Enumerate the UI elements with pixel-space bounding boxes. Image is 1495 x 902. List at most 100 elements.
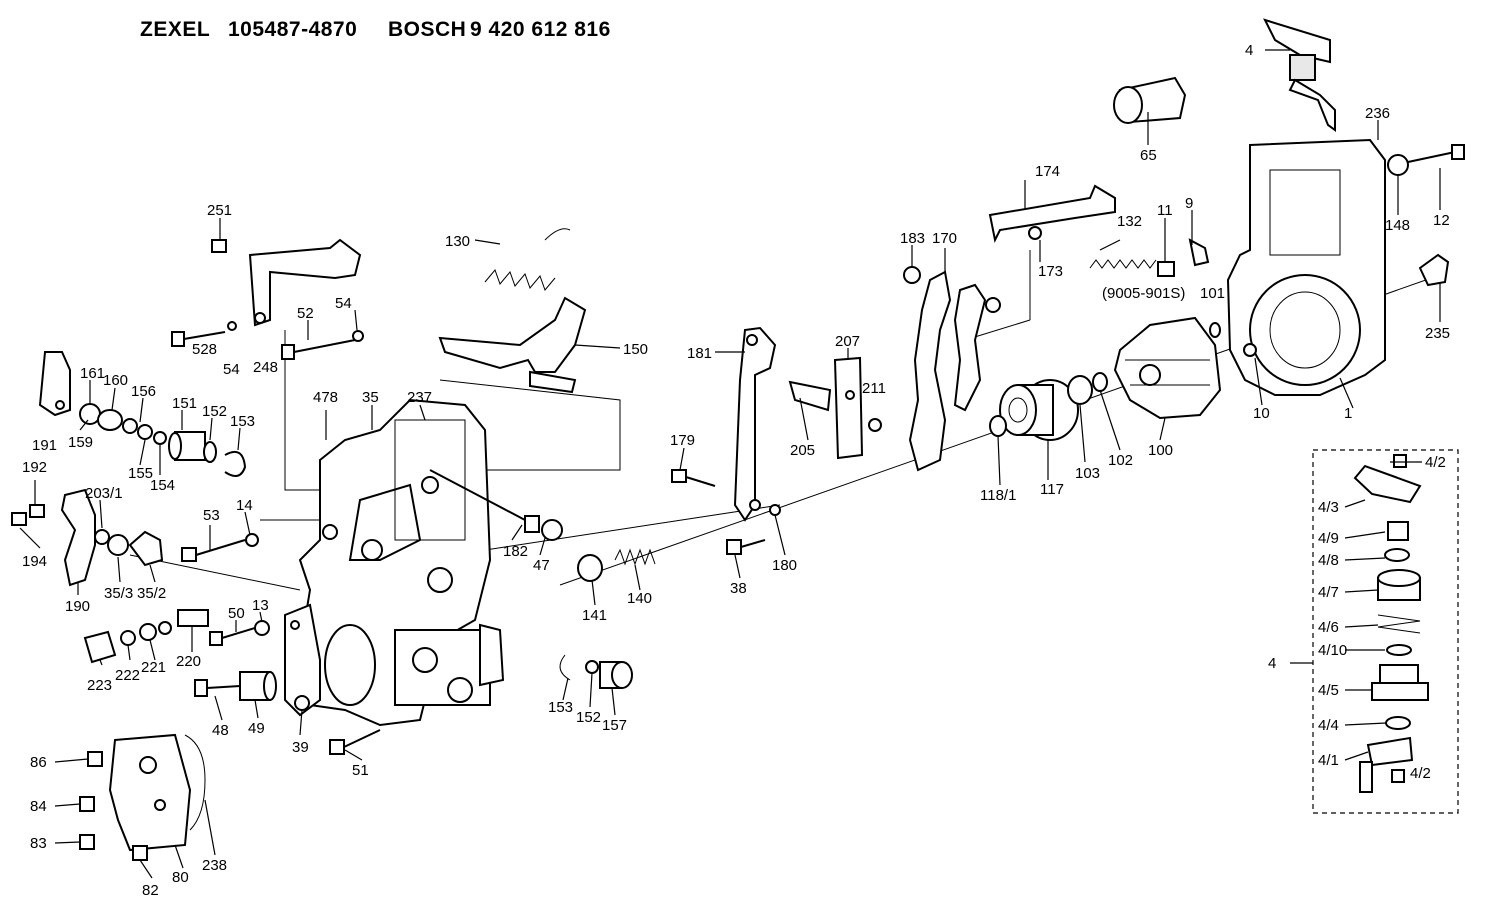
label-51: 51 [352, 762, 369, 779]
label-203-1: 203/1 [85, 485, 123, 502]
label-4-6: 4/6 [1318, 619, 1339, 636]
label-4-8: 4/8 [1318, 552, 1339, 569]
sleeve-part-117 [999, 379, 1079, 441]
lever-arm-part [1263, 18, 1336, 132]
label-180: 180 [772, 557, 797, 574]
leader-lines [19, 49, 1441, 879]
label-170: 170 [932, 230, 957, 247]
label-223: 223 [87, 677, 112, 694]
seal-stack-159-156 [79, 403, 167, 445]
label-101: 101 [1200, 285, 1225, 302]
label-155: 155 [128, 465, 153, 482]
bracket-part-207 [788, 356, 882, 460]
bushing-part-151 [168, 431, 247, 477]
label-9005-901s: (9005-901S) [1102, 285, 1185, 302]
label-86: 86 [30, 754, 47, 771]
label-102: 102 [1108, 452, 1133, 469]
cover-part-80 [79, 733, 206, 861]
label-153-bottom: 153 [548, 699, 573, 716]
label-192: 192 [22, 459, 47, 476]
label-159: 159 [68, 434, 93, 451]
label-35-2: 35/2 [137, 585, 166, 602]
label-194: 194 [22, 553, 47, 570]
label-4-3: 4/3 [1318, 499, 1339, 516]
label-191: 191 [32, 437, 57, 454]
label-205: 205 [790, 442, 815, 459]
label-156: 156 [131, 383, 156, 400]
label-9: 9 [1185, 195, 1193, 212]
label-157: 157 [602, 717, 627, 734]
label-4-2-top: 4/2 [1425, 454, 1446, 471]
lever-part-190 [11, 488, 96, 587]
bracket-part-248 [211, 238, 362, 327]
label-54-left: 54 [223, 361, 240, 378]
label-84: 84 [30, 798, 47, 815]
label-52: 52 [297, 305, 314, 322]
label-82: 82 [142, 882, 159, 899]
label-4-10: 4/10 [1318, 642, 1347, 659]
screw-part-179 [671, 469, 716, 487]
lever-part-150 [438, 296, 587, 394]
label-154: 154 [150, 477, 175, 494]
label-152-top: 152 [202, 403, 227, 420]
label-140: 140 [627, 590, 652, 607]
detail-box-part-4 [1312, 449, 1459, 814]
label-118-1: 118/1 [980, 487, 1016, 504]
label-49: 49 [248, 720, 265, 737]
label-4-7: 4/7 [1318, 584, 1339, 601]
bracket-part-191 [38, 351, 71, 417]
spring-part-132 [1089, 238, 1221, 338]
label-182: 182 [503, 543, 528, 560]
screw-parts-53-14 [181, 533, 259, 562]
label-148: 148 [1385, 217, 1410, 234]
label-153-top: 153 [230, 413, 255, 430]
label-173: 173 [1038, 263, 1063, 280]
label-132: 132 [1117, 213, 1142, 230]
plug-part-157 [559, 654, 633, 689]
label-12: 12 [1433, 212, 1450, 229]
label-248: 248 [253, 359, 278, 376]
screw-part-12 [1387, 144, 1465, 176]
label-54-top: 54 [335, 295, 352, 312]
label-65: 65 [1140, 147, 1157, 164]
label-130: 130 [445, 233, 470, 250]
label-80: 80 [172, 869, 189, 886]
label-190: 190 [65, 598, 90, 615]
fitting-parts-220-223 [83, 609, 209, 664]
label-35: 35 [362, 389, 379, 406]
label-4-4: 4/4 [1318, 717, 1339, 734]
plug-part-235 [1418, 253, 1450, 287]
label-207: 207 [835, 333, 860, 350]
label-117: 117 [1040, 481, 1064, 498]
label-4-9: 4/9 [1318, 530, 1339, 547]
label-14: 14 [236, 497, 253, 514]
label-222: 222 [115, 667, 140, 684]
label-4-1: 4/1 [1318, 752, 1339, 769]
label-151: 151 [172, 395, 197, 412]
label-141: 141 [582, 607, 607, 624]
lever-part-170 [903, 266, 1001, 472]
nut-part-65 [1113, 76, 1187, 124]
header-maker-number: 9 420 612 816 [470, 18, 611, 41]
label-50: 50 [228, 605, 245, 622]
lever-part-181 [733, 326, 777, 522]
label-48: 48 [212, 722, 229, 739]
label-160: 160 [103, 372, 128, 389]
flyweight-part-100 [1113, 316, 1222, 420]
label-251: 251 [207, 202, 232, 219]
label-478: 478 [313, 389, 338, 406]
bolt-parts-52-528 [171, 321, 364, 360]
label-528: 528 [192, 341, 217, 358]
label-181: 181 [687, 345, 712, 362]
label-13: 13 [252, 597, 269, 614]
label-103: 103 [1075, 465, 1100, 482]
label-152-bottom: 152 [576, 709, 601, 726]
linkage-part-174 [988, 184, 1116, 244]
label-1: 1 [1344, 405, 1352, 422]
label-238: 238 [202, 857, 227, 874]
pump-body-part-35 [298, 398, 505, 727]
governor-cover-part [1226, 138, 1386, 396]
label-83: 83 [30, 835, 47, 852]
